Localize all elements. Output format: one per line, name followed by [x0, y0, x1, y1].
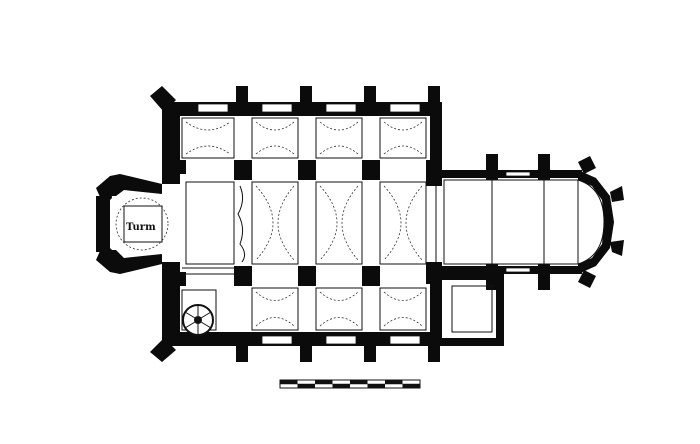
sacristy	[442, 274, 504, 346]
nave-walls	[150, 86, 442, 362]
scale-bar-segment	[297, 384, 315, 388]
scale-bar-segment	[385, 380, 403, 384]
scale-bar	[279, 379, 421, 389]
nave-piers	[176, 160, 442, 286]
north-windows	[197, 103, 421, 113]
scale-bar-segment	[350, 380, 368, 384]
west-tower	[96, 174, 169, 274]
scale-bar-segment	[402, 384, 420, 388]
scale-bar-segment	[280, 380, 298, 384]
stair-tower	[181, 289, 217, 336]
south-windows	[261, 335, 421, 345]
vaults	[181, 117, 427, 331]
chancel	[435, 154, 624, 290]
tower-label: Turm	[126, 222, 156, 233]
scale-bar-segment	[367, 384, 385, 388]
scale-bar-segment	[332, 384, 350, 388]
scale-bar-segment	[315, 380, 333, 384]
